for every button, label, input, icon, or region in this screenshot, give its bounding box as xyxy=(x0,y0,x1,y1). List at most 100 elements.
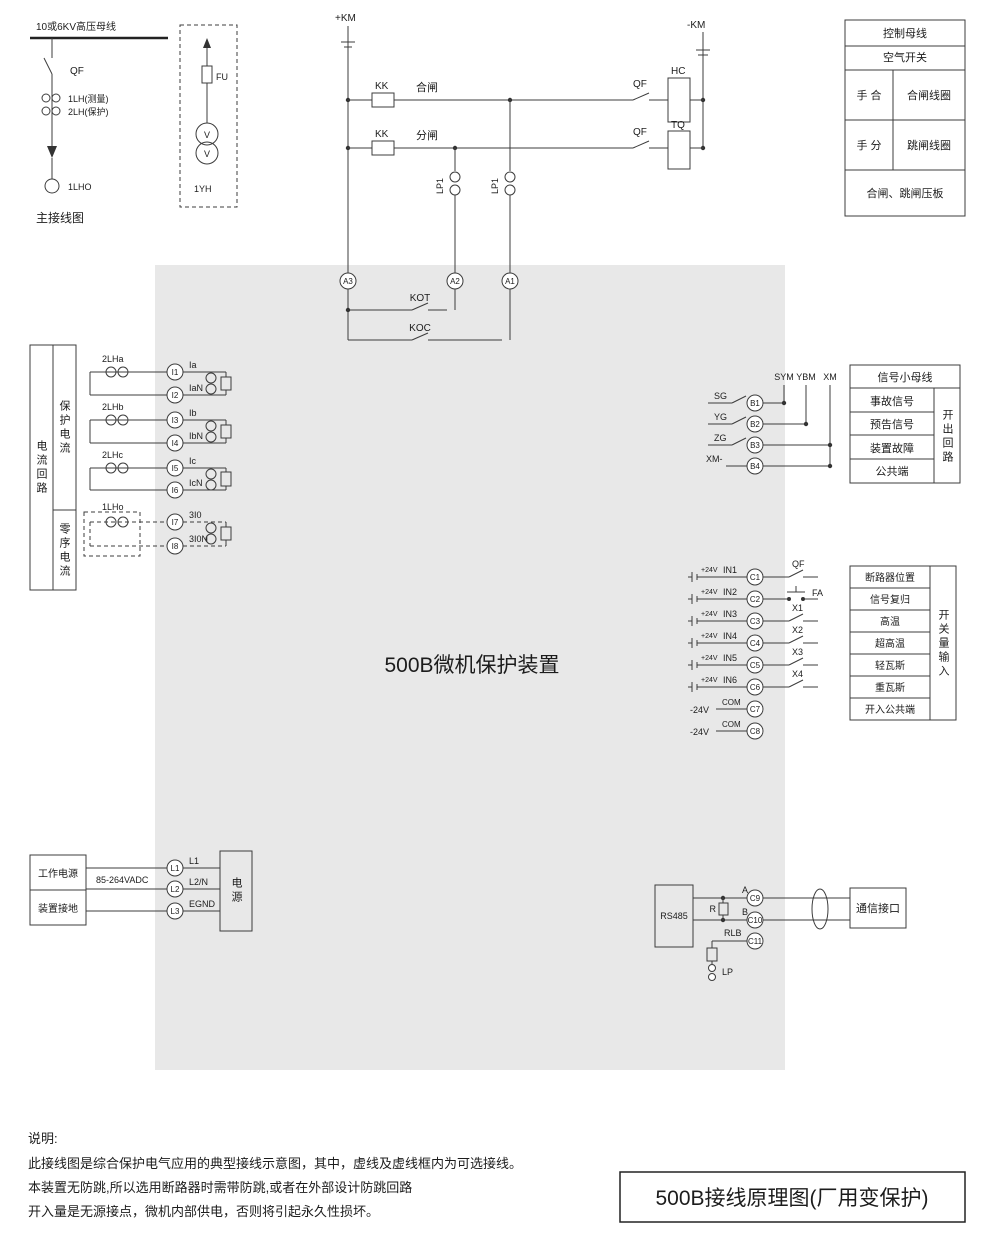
x3-contact-icon xyxy=(788,657,804,666)
binary-table: 断路器位置 信号复归 高温 超高温 轻瓦斯 重瓦斯 开入公共端 开关量输入 xyxy=(849,565,957,721)
x1-label: X1 xyxy=(792,603,803,613)
control-table: 控制母线 空气开关 手 合 合闸线圈 手 分 跳闸线圈 合闸、跳闸压板 xyxy=(844,19,966,217)
ct-protect-label: 2LH(保护) xyxy=(68,106,109,117)
communication: RS485 A B R C9 C10 C11 RLB LP 通信接口 xyxy=(654,884,907,981)
cable-icon xyxy=(811,888,829,930)
com2-supply-label: -24V xyxy=(690,727,709,737)
l1-wire-label: L1 xyxy=(189,856,199,866)
phase-3i0n-label: 3I0N xyxy=(189,534,208,544)
ct-b-label: 2LHb xyxy=(102,402,124,412)
terminal-A2-label: A2 xyxy=(450,277,460,286)
burden-pair-zero xyxy=(183,521,232,547)
ct-protect-icon xyxy=(41,106,61,116)
in6-supply-label: +24V xyxy=(701,677,718,684)
terminal-A3-label: A3 xyxy=(343,277,353,286)
terminal-I3-label: I3 xyxy=(172,416,179,425)
hc-label: HC xyxy=(671,66,685,77)
notes-heading: 说明: xyxy=(28,1131,58,1146)
binary-row-4: +24V IN4 C4 X2 xyxy=(688,625,818,652)
burden-pair-b xyxy=(183,419,232,444)
notes-line2: 本装置无防跳,所以选用断路器时需带防跳,或者在外部设计防跳回路 xyxy=(28,1180,412,1195)
binary-table-row6: 重瓦斯 xyxy=(875,681,905,694)
koc-contact-icon xyxy=(411,332,429,341)
terminal-B1-label: B1 xyxy=(750,399,760,408)
binary-table-row2: 信号复归 xyxy=(870,593,910,606)
qf-open-aux-label: QF xyxy=(633,127,647,138)
main-wiring-diagram: 10或6KV高压母线 QF 1LH(测量) 2LH(保护) 1LHO 主接线图 … xyxy=(30,20,238,225)
power-box-row2: 装置接地 xyxy=(38,902,78,915)
device-box: 500B微机保护装置 xyxy=(155,265,785,1070)
terminal-I6: I6 xyxy=(166,481,184,499)
termination-resistor: R xyxy=(710,895,729,923)
zero-current-label: 零序电流 xyxy=(58,523,71,579)
control-circuit: +KM -KM KK 合闸 QF HC KK 分闸 QF TQ xyxy=(335,13,710,341)
qf-open-contact-icon xyxy=(632,140,650,149)
terminal-L2-label: L2 xyxy=(171,885,180,894)
terminal-C7-label: C7 xyxy=(750,705,761,714)
open-label: 分闸 xyxy=(416,129,438,142)
terminal-L3-label: L3 xyxy=(171,907,180,916)
minus-km-label: -KM xyxy=(687,20,705,31)
terminal-I7-label: I7 xyxy=(172,518,179,527)
terminal-B2-label: B2 xyxy=(750,420,760,429)
binary-table-row1: 断路器位置 xyxy=(865,571,915,584)
terminal-L1: L1 xyxy=(166,859,184,877)
kk-open-label: KK xyxy=(375,129,389,140)
binary-row-6: +24V IN6 C6 X4 xyxy=(688,669,818,696)
binary-input: +24V IN1 C1 QF +24V IN2 C2 FA +24V xyxy=(688,559,957,740)
signal-output: SYM YBM XM SG B1 YG B2 ZG B3 xyxy=(706,364,961,484)
terminal-C11: C11 xyxy=(746,932,764,950)
ct-a-label: 2LHa xyxy=(102,354,124,364)
x4-label: X4 xyxy=(792,669,803,679)
pt-v1-label: V xyxy=(204,130,210,140)
binary-table-row5: 轻瓦斯 xyxy=(875,659,905,672)
binary-row-7: -24V COM C7 xyxy=(690,698,764,718)
in1-supply-label: +24V xyxy=(701,567,718,574)
phase-ian-label: IaN xyxy=(189,383,203,393)
close-label: 合闸 xyxy=(416,80,438,94)
terminal-C10-label: C10 xyxy=(748,916,763,925)
sym-bus-label: SYM xyxy=(774,372,794,382)
burden-pair-c xyxy=(183,467,232,491)
qf-switch-icon xyxy=(43,57,53,75)
koc-output-contact: KOC xyxy=(348,289,511,341)
binary-row-3: +24V IN3 C3 X1 xyxy=(688,603,818,630)
ct-zero-seq: 1LHo xyxy=(83,502,167,557)
signal-row-zg: ZG B3 xyxy=(708,433,833,454)
lp1-close-strap: LP1 xyxy=(490,100,516,273)
rlb-label: RLB xyxy=(724,928,742,938)
terminal-L1-label: L1 xyxy=(171,864,180,873)
terminal-C10: C10 xyxy=(746,911,764,929)
pt-arrow-icon xyxy=(203,38,211,48)
power-box-row1: 工作电源 xyxy=(38,867,78,880)
com1-supply-label: -24V xyxy=(690,705,709,715)
terminal-C9-label: C9 xyxy=(750,894,761,903)
qf-position-contact-icon xyxy=(788,569,804,578)
control-table-row4-left: 手 分 xyxy=(856,138,881,152)
rs485-box xyxy=(654,884,694,948)
ct-phase-a: 2LHa xyxy=(89,354,167,396)
notes-line1: 此接线图是综合保护电气应用的典型接线示意图，其中，虚线及虚线框内为可选接线。 xyxy=(28,1156,522,1171)
signal-table-row2: 事故信号 xyxy=(870,394,914,408)
in4-label: IN4 xyxy=(723,631,737,641)
lp1-open-label: LP1 xyxy=(435,178,445,194)
sg-contact-label: SG xyxy=(714,391,727,401)
pt-label: 1YH xyxy=(194,184,212,194)
signal-row-sg: SG B1 xyxy=(708,391,787,412)
terminal-I6-label: I6 xyxy=(172,486,179,495)
in4-supply-label: +24V xyxy=(701,633,718,640)
in2-supply-label: +24V xyxy=(701,589,718,596)
signal-row-xm: XM- B4 xyxy=(706,454,833,475)
terminal-C6-label: C6 xyxy=(750,683,761,692)
terminal-A1: A1 xyxy=(501,272,519,290)
ct-measure-label: 1LH(测量) xyxy=(68,94,109,104)
kk-open-switch-icon xyxy=(371,140,395,156)
binary-table-row4: 超高温 xyxy=(875,637,905,650)
in6-label: IN6 xyxy=(723,675,737,685)
terminal-L2: L2 xyxy=(166,880,184,898)
main-wiring-caption: 主接线图 xyxy=(36,210,84,225)
qf-position-label: QF xyxy=(792,559,805,569)
kot-output-contact: KOT xyxy=(345,289,456,340)
terminal-I1: I1 xyxy=(166,363,184,381)
signal-table-row4: 装置故障 xyxy=(870,441,914,455)
